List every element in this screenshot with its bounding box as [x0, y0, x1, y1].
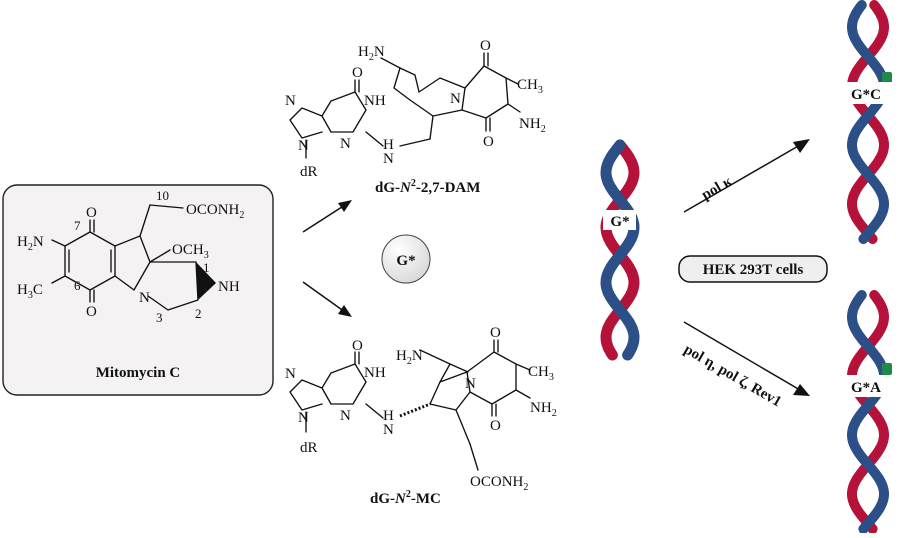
dam-h-link: H [383, 137, 394, 153]
dam-title: dG-N2-2,7-DAM [375, 178, 480, 196]
mitomycin-structure [51, 204, 216, 311]
pol-arrows [683, 139, 810, 396]
mc-add-n-indole: N [465, 376, 476, 392]
mc-oconh2-label: OCONH2 [186, 202, 244, 221]
dam-n-indole: N [450, 91, 461, 107]
dam-o-bottom: O [483, 134, 494, 150]
mc-pos-6: 6 [74, 278, 81, 293]
dam-n-link: N [383, 151, 394, 167]
mc-o-bottom: O [86, 304, 97, 320]
mc-pos-10: 10 [156, 188, 169, 203]
top-helix-red [847, 0, 890, 244]
mc-add-nh: NH [364, 365, 386, 381]
dam-nh2: NH2 [519, 116, 546, 135]
hek-cells-text: HEK 293T cells [703, 262, 804, 278]
mc-add-dr: dR [300, 440, 318, 456]
mc-pos-1: 1 [203, 260, 210, 275]
lesion-marker-bottom [882, 363, 892, 375]
dam-n9: N [298, 138, 309, 154]
mitomycin-c-panel: H2N H3C O O N NH OCH3 OCONH2 10 7 6 1 2 … [2, 184, 274, 396]
dna-helices [600, 0, 892, 534]
mitomycin-box [2, 184, 274, 396]
mc-h2n-label: H2N [17, 234, 44, 253]
mc-add-nh2: NH2 [530, 400, 557, 419]
mc-n-ring: N [139, 290, 150, 306]
top-helix-blue [846, 0, 889, 244]
mc-nh-label: NH [218, 279, 240, 295]
mc-add-h-link: H [383, 408, 394, 424]
center-helix-blue [600, 139, 640, 361]
dam-dr: dR [300, 164, 318, 180]
dam-o-purine: O [352, 65, 363, 81]
mc-h3c-label: H3C [17, 282, 43, 301]
lesion-marker-top [882, 72, 892, 84]
dam-ch3: CH3 [517, 77, 543, 96]
mc-add-o-bottom: O [490, 418, 501, 434]
mc-och3-label: OCH3 [172, 242, 209, 261]
dam-nh: NH [364, 93, 386, 109]
bottom-helix-red [847, 290, 890, 534]
dam-n7: N [285, 93, 296, 109]
mc-adduct-title: dG-N2-MC [370, 489, 441, 507]
mc-add-n7: N [285, 366, 296, 382]
bottom-helix-blue [846, 290, 889, 534]
mc-add-o-purine: O [352, 338, 363, 354]
mc-pos-2: 2 [195, 306, 202, 321]
center-gstar-label: G* [610, 214, 629, 230]
center-helix-red [600, 139, 640, 361]
dam-o-top: O [480, 38, 491, 54]
branch-arrows [302, 200, 352, 317]
bottom-pair-label: G*A [851, 380, 881, 396]
gstar-badge: G* [381, 234, 431, 284]
mc-add-oconh2: OCONH2 [470, 474, 528, 493]
mc-add-ch3: CH3 [528, 364, 554, 383]
gstar-text: G* [396, 253, 415, 269]
mc-add-n3: N [340, 408, 351, 424]
dam-h2n: H2N [358, 44, 385, 63]
mc-adduct: H2N O O O N CH3 NH2 OCONH2 N NH N N H N … [285, 325, 557, 507]
dam-structure [289, 52, 521, 159]
mc-add-h2n: H2N [396, 348, 423, 367]
mc-adduct-structure [289, 339, 531, 471]
mc-add-n-link: N [383, 422, 394, 438]
dam-adduct: H2N O O O N CH3 NH2 N NH N N H N dR dG-N… [285, 38, 546, 196]
mc-o-top: O [86, 205, 97, 221]
mitomycin-c-title: Mitomycin C [96, 365, 181, 381]
pol-kappa-label: pol κ [699, 173, 735, 203]
mc-pos-7: 7 [74, 218, 81, 233]
mc-pos-3: 3 [156, 310, 163, 325]
dam-n3: N [340, 136, 351, 152]
pol-eta-zeta-rev1-label: pol η, pol ζ, Rev1 [681, 342, 784, 411]
mc-add-o-top: O [490, 325, 501, 341]
mc-add-n9: N [298, 410, 309, 426]
hek-cells-badge: HEK 293T cells [678, 255, 828, 283]
top-pair-label: G*C [851, 87, 881, 103]
